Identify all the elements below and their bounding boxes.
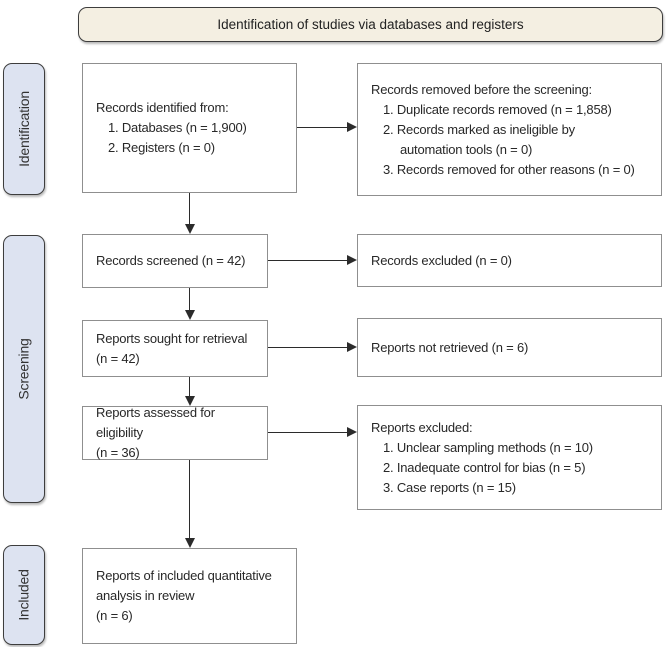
list-item: 2. Inadequate control for bias (n = 5) — [383, 459, 586, 475]
box-records-removed-heading: Records removed before the screening: — [371, 81, 592, 97]
arrow-sought-to-assessed — [189, 377, 190, 397]
box-records-removed: Records removed before the screening: 1.… — [357, 63, 662, 196]
box-reports-sought-text: Reports sought for retrieval (n = 42) — [96, 330, 248, 366]
arrowhead-right-icon — [347, 427, 357, 437]
box-records-screened-text: Records screened (n = 42) — [96, 253, 246, 268]
list-item: 1. Duplicate records removed (n = 1,858) — [383, 101, 612, 117]
stage-label-screening: Screening — [3, 235, 45, 503]
box-reports-assessed-text: Reports assessed for eligibility (n = 36… — [96, 405, 215, 460]
arrow-identified-to-screened — [189, 193, 190, 225]
list-item: 1. Databases (n = 1,900) — [108, 120, 247, 135]
arrow-assessed-to-reports-excluded — [268, 432, 348, 433]
box-records-excluded: Records excluded (n = 0) — [357, 234, 662, 287]
arrowhead-down-icon — [184, 538, 195, 548]
arrowhead-down-icon — [184, 224, 195, 234]
arrow-screened-to-excluded — [268, 260, 348, 261]
box-reports-included: Reports of included quantitative analysi… — [82, 548, 297, 644]
banner-identification-of-studies: Identification of studies via databases … — [78, 7, 663, 42]
stage-label-identification-text: Identification — [16, 91, 32, 167]
box-records-excluded-text: Records excluded (n = 0) — [371, 252, 512, 268]
list-item: 2. Registers (n = 0) — [108, 140, 215, 155]
stage-label-screening-text: Screening — [16, 338, 32, 400]
box-reports-sought: Reports sought for retrieval (n = 42) — [82, 320, 268, 377]
arrowhead-right-icon — [347, 342, 357, 352]
arrow-sought-to-not-retrieved — [268, 347, 348, 348]
box-reports-assessed: Reports assessed for eligibility (n = 36… — [82, 405, 268, 460]
box-reports-not-retrieved-text: Reports not retrieved (n = 6) — [371, 339, 529, 355]
list-item: 1. Unclear sampling methods (n = 10) — [383, 439, 593, 455]
arrow-identified-to-removed — [297, 127, 348, 128]
stage-label-included-text: Included — [16, 569, 32, 621]
box-reports-included-text: Reports of included quantitative analysi… — [96, 568, 272, 623]
arrowhead-right-icon — [347, 122, 357, 132]
stage-label-included: Included — [3, 545, 45, 645]
list-item: 2. Records marked as ineligible by autom… — [383, 121, 575, 157]
arrow-assessed-to-included — [189, 460, 190, 539]
arrowhead-down-icon — [184, 396, 195, 406]
stage-label-identification: Identification — [3, 63, 45, 195]
arrow-screened-to-sought — [189, 288, 190, 311]
list-item: 3. Case reports (n = 15) — [383, 479, 516, 495]
arrowhead-right-icon — [347, 255, 357, 265]
arrowhead-down-icon — [184, 310, 195, 320]
list-item: 3. Records removed for other reasons (n … — [383, 161, 635, 177]
box-records-identified: Records identified from: 1. Databases (n… — [82, 63, 297, 193]
banner-title: Identification of studies via databases … — [217, 17, 524, 32]
box-reports-not-retrieved: Reports not retrieved (n = 6) — [357, 318, 662, 377]
box-reports-excluded: Reports excluded: 1. Unclear sampling me… — [357, 405, 662, 510]
box-records-identified-heading: Records identified from: — [96, 100, 229, 115]
box-reports-excluded-heading: Reports excluded: — [371, 419, 473, 435]
box-records-screened: Records screened (n = 42) — [82, 234, 268, 288]
